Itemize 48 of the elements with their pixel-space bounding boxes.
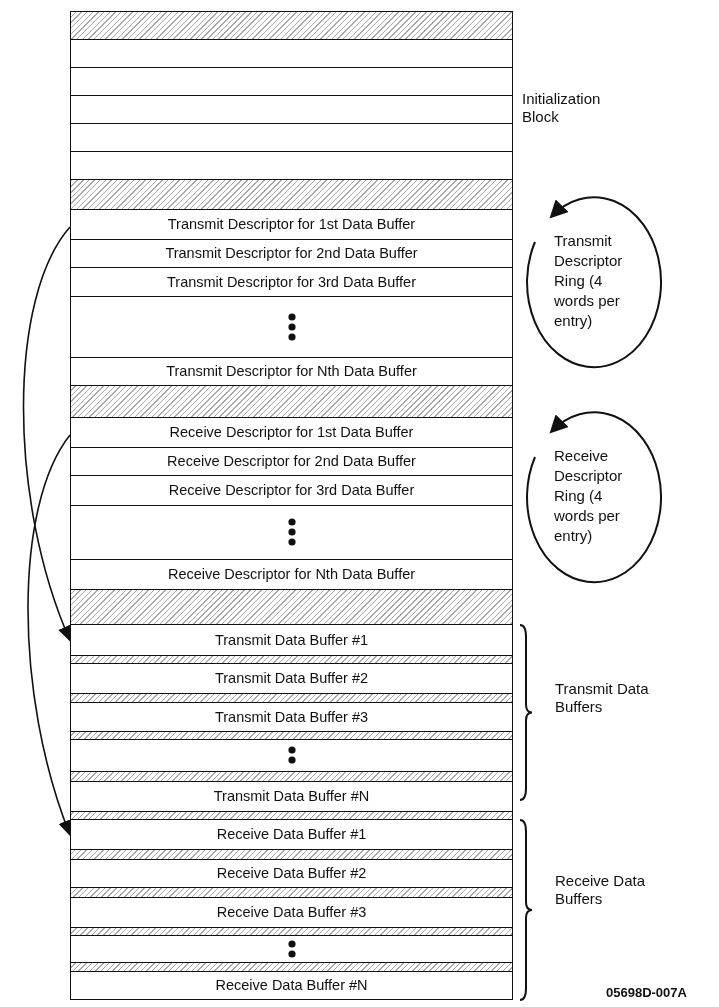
memory-row [70, 970, 513, 1000]
memory-row [70, 858, 513, 888]
row-label: Receive Data Buffer #3 [216, 904, 367, 921]
memory-row [70, 558, 513, 590]
row-label: Transmit Data Buffer #N [213, 788, 370, 805]
pointer-arrow [22, 226, 71, 642]
row-label: Receive Data Buffer #N [215, 977, 368, 994]
row-label: Transmit Descriptor for 3rd Data Buffer [167, 273, 416, 290]
row-label: Receive Descriptor for 3rd Data Buffer [168, 482, 415, 499]
memory-row [70, 416, 513, 448]
row-label: Receive Descriptor for Nth Data Buffer [167, 566, 416, 583]
memory-row [70, 474, 513, 506]
memory-row [70, 94, 513, 124]
memory-row [70, 66, 513, 96]
row-label: Receive Descriptor for 1st Data Buffer [169, 424, 414, 441]
memory-row [70, 208, 513, 240]
memory-row [70, 701, 513, 732]
group-label: Transmit Data Buffers [555, 680, 650, 716]
memory-row [70, 934, 513, 963]
group-label: Receive Data Buffers [555, 872, 647, 908]
row-label: Receive Descriptor for 2nd Data Buffer [167, 453, 416, 470]
ring-label: Transmit Descriptor Ring (4 words per entry) [554, 230, 624, 331]
row-label: Transmit Data Buffer #3 [214, 708, 369, 725]
memory-row [70, 662, 513, 694]
row-label: Transmit Descriptor for 1st Data Buffer [167, 216, 416, 233]
row-label: Receive Data Buffer #1 [216, 826, 367, 843]
memory-row [70, 150, 513, 180]
ring-label: Receive Descriptor Ring (4 words per entry) [554, 445, 624, 546]
memory-row [70, 238, 513, 268]
memory-row [70, 623, 513, 656]
memory-row [70, 122, 513, 152]
row-label: Transmit Descriptor for 2nd Data Buffer [165, 245, 418, 262]
memory-row [70, 356, 513, 386]
row-label: Transmit Data Buffer #1 [214, 631, 369, 648]
memory-row [70, 780, 513, 812]
row-label: Transmit Descriptor for Nth Data Buffer [166, 363, 417, 380]
memory-row [70, 38, 513, 68]
pointer-arrow [27, 434, 72, 837]
group-label: Initialization Block [522, 90, 602, 126]
memory-row [70, 896, 513, 928]
memory-row [70, 738, 513, 772]
memory-row [70, 818, 513, 850]
figure-number: 05698D-007A [606, 984, 687, 1002]
memory-row [70, 295, 513, 358]
memory-row [70, 504, 513, 560]
memory-row [70, 446, 513, 476]
row-label: Transmit Data Buffer #2 [214, 670, 369, 687]
row-label: Receive Data Buffer #2 [216, 865, 367, 882]
